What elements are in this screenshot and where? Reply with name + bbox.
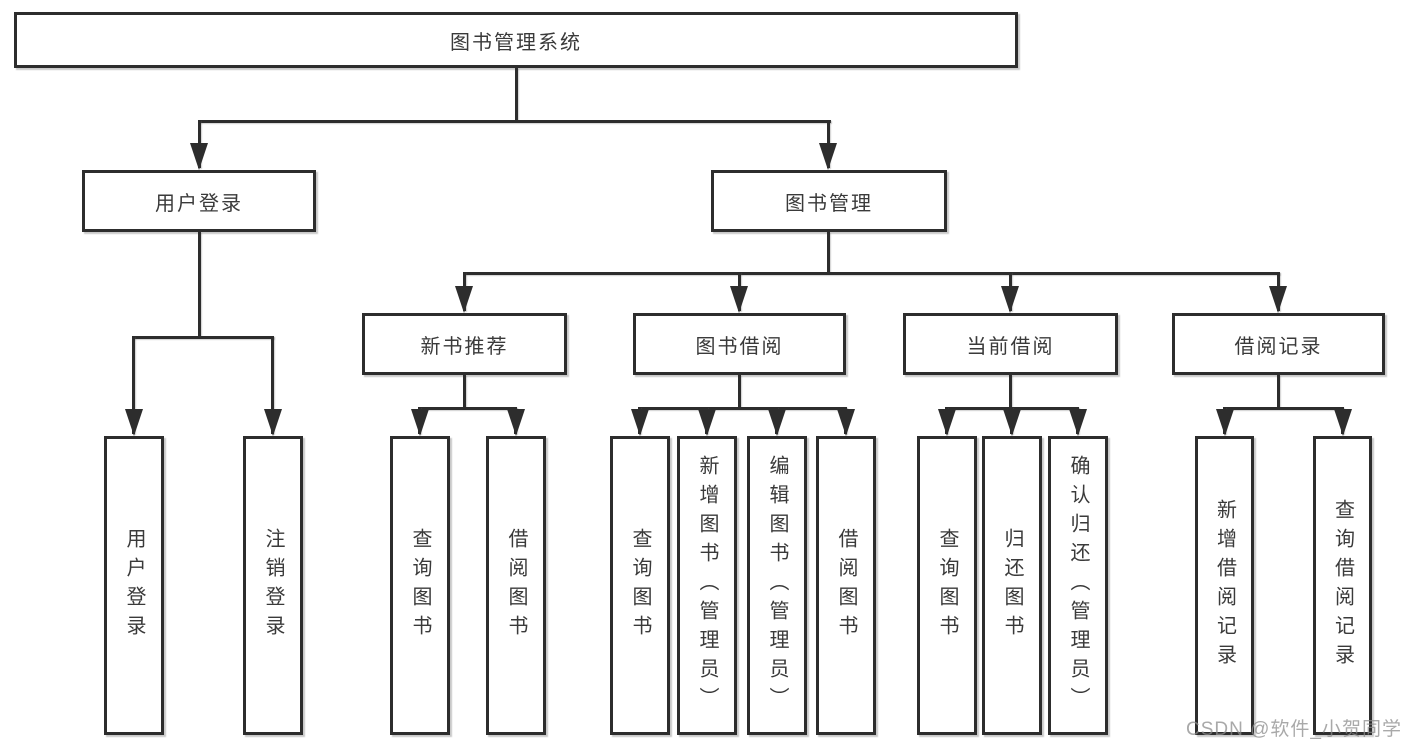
node-borrow-records: 借阅记录 bbox=[1172, 313, 1385, 375]
connector-stem bbox=[1009, 375, 1012, 407]
connector-branch bbox=[1223, 407, 1343, 410]
arrow-down-icon bbox=[1269, 286, 1287, 313]
node-current-borrow: 当前借阅 bbox=[903, 313, 1118, 375]
arrow-down-icon bbox=[819, 143, 837, 170]
leaf-add-books-admin: 新增图书（管理员） bbox=[677, 436, 737, 735]
connector-user-login-stem bbox=[198, 232, 201, 336]
leaf-add-borrow-record: 新增借阅记录 bbox=[1195, 436, 1254, 735]
arrow-down-icon bbox=[411, 409, 429, 436]
connector-branch bbox=[418, 407, 517, 410]
arrow-down-icon bbox=[455, 286, 473, 313]
leaf-return-books: 归还图书 bbox=[982, 436, 1042, 735]
node-root-library-management-system: 图书管理系统 bbox=[14, 12, 1018, 68]
connector-user-login-branch bbox=[132, 336, 274, 339]
connector-stem bbox=[463, 375, 466, 407]
arrow-down-icon bbox=[190, 143, 208, 170]
arrow-down-icon bbox=[1003, 409, 1021, 436]
arrow-down-icon bbox=[837, 409, 855, 436]
connector-stem bbox=[1277, 375, 1280, 407]
node-user-login: 用户登录 bbox=[82, 170, 316, 232]
arrow-down-icon bbox=[698, 409, 716, 436]
node-book-borrow: 图书借阅 bbox=[633, 313, 846, 375]
leaf-query-books-current: 查询图书 bbox=[917, 436, 977, 735]
connector-root-stem bbox=[515, 68, 518, 120]
connector-branch bbox=[638, 407, 847, 410]
connector-book-management-stem bbox=[827, 232, 830, 272]
arrow-down-icon bbox=[1001, 286, 1019, 313]
node-book-management: 图书管理 bbox=[711, 170, 947, 232]
connector-root-branch bbox=[198, 120, 831, 123]
arrow-down-icon bbox=[730, 286, 748, 313]
csdn-watermark: CSDN @软件_小贺同学 bbox=[1186, 719, 1402, 740]
leaf-confirm-return-admin: 确认归还（管理员） bbox=[1048, 436, 1108, 735]
arrow-down-icon bbox=[768, 409, 786, 436]
arrow-down-icon bbox=[1334, 409, 1352, 436]
leaf-borrow-books: 借阅图书 bbox=[816, 436, 876, 735]
arrow-down-icon bbox=[125, 409, 143, 436]
node-new-book-recommend: 新书推荐 bbox=[362, 313, 567, 375]
arrow-down-icon bbox=[264, 409, 282, 436]
arrow-down-icon bbox=[1216, 409, 1234, 436]
arrow-down-icon bbox=[938, 409, 956, 436]
arrow-down-icon bbox=[631, 409, 649, 436]
leaf-query-books-borrow: 查询图书 bbox=[610, 436, 670, 735]
arrow-down-icon bbox=[1069, 409, 1087, 436]
connector-stem bbox=[738, 375, 741, 407]
leaf-user-login: 用户登录 bbox=[104, 436, 164, 735]
leaf-query-borrow-record: 查询借阅记录 bbox=[1313, 436, 1372, 735]
arrow-down-icon bbox=[507, 409, 525, 436]
connector-book-management-branch bbox=[463, 272, 1280, 275]
leaf-borrow-books-recommend: 借阅图书 bbox=[486, 436, 546, 735]
leaf-edit-books-admin: 编辑图书（管理员） bbox=[747, 436, 807, 735]
leaf-query-books-recommend: 查询图书 bbox=[390, 436, 450, 735]
leaf-logout: 注销登录 bbox=[243, 436, 303, 735]
connector-drop bbox=[132, 336, 135, 434]
connector-drop bbox=[271, 336, 274, 434]
